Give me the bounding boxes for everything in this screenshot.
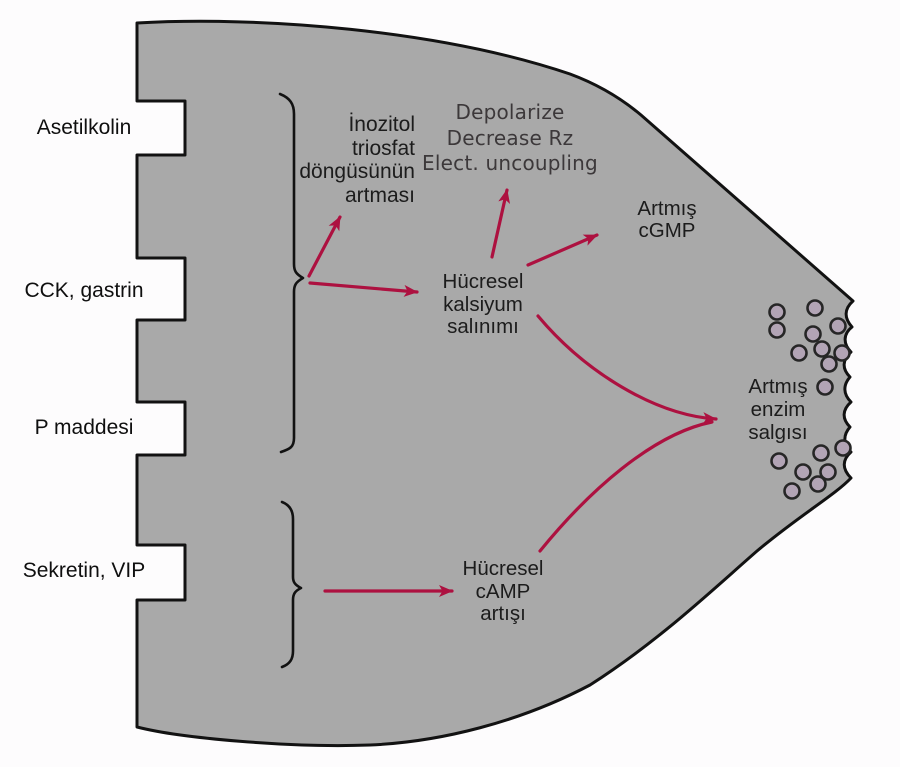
stimulus-label-secretin-vip: Sekretin, VIP: [22, 559, 146, 582]
zymogen-granule: [783, 482, 801, 500]
node-calcium-release: Hücresel kalsiyum salınımı: [442, 270, 524, 338]
zymogen-granule: [768, 303, 786, 321]
arrow-calcium-to-cgmp: [526, 233, 599, 267]
arrow-camp-to-enzyme-secretion: [538, 420, 714, 553]
stimulus-label-substance-p: P maddesi: [34, 416, 134, 439]
zymogen-granule: [794, 463, 812, 481]
zymogen-granule: [820, 355, 838, 373]
zymogen-granule: [833, 344, 851, 362]
node-enzyme-secretion: Artmış enzim salgısı: [748, 375, 808, 444]
zymogen-granule: [804, 325, 822, 343]
zymogen-granule: [813, 340, 831, 358]
granule-layer: [768, 299, 852, 500]
arrow-calcium-to-enzyme-secretion: [536, 314, 718, 425]
node-membrane-effects: Depolarize Decrease Rz Elect. uncoupling: [422, 100, 598, 175]
stimulus-label-cck-gastrin: CCK, gastrin: [24, 279, 144, 302]
zymogen-granule: [768, 321, 786, 339]
zymogen-granule: [770, 452, 788, 470]
zymogen-granule: [806, 299, 824, 317]
zymogen-granule: [790, 344, 808, 362]
node-increased-camp: Hücresel cAMP artışı: [462, 557, 544, 625]
arrow-stimuli-to-calcium: [308, 281, 419, 297]
zymogen-granule: [812, 444, 830, 462]
node-ip3-cycle: İnozitol triosfat döngüsünün artması: [299, 113, 415, 207]
zymogen-granule: [829, 317, 847, 335]
zymogen-granule: [819, 463, 837, 481]
node-increased-cgmp: Artmış cGMP: [637, 197, 697, 242]
zymogen-granule: [809, 475, 827, 493]
arrow-calcium-to-membrane-effects: [490, 188, 511, 259]
zymogen-granule: [816, 378, 834, 396]
zymogen-granule: [834, 439, 852, 457]
brace-camp-pathway: [280, 500, 303, 669]
brace-calcium-pathway: [278, 92, 305, 454]
stimulus-label-acetylcholine: Asetilkolin: [36, 116, 132, 139]
arrow-stimuli-to-ip3: [307, 215, 342, 278]
